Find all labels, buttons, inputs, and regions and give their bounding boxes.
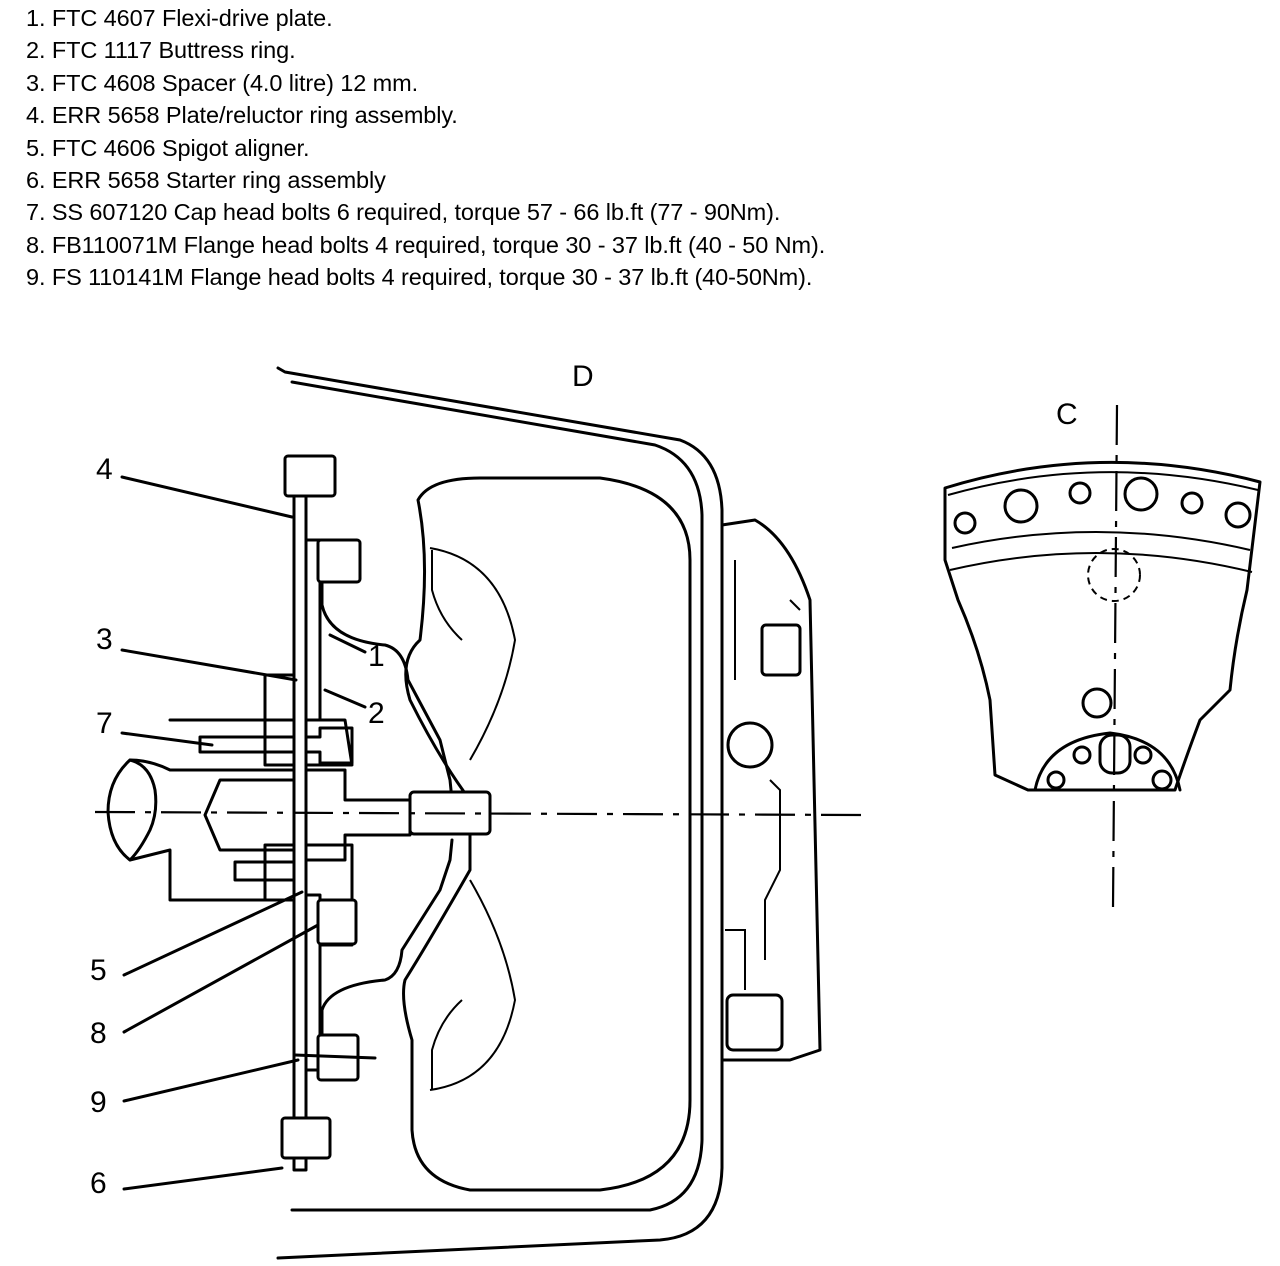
- legend-item-8: 8. FB110071M Flange head bolts 4 require…: [26, 231, 826, 258]
- housing-inner-outline: [290, 380, 704, 1212]
- crankshaft-end: [128, 758, 158, 862]
- legend-item-7: 7. SS 607120 Cap head bolts 6 required, …: [26, 199, 781, 226]
- detail-hub-arc: [1033, 731, 1182, 792]
- crankshaft: [106, 718, 302, 902]
- gearbox-casing: [720, 518, 822, 1062]
- detail-hole-3: [1068, 481, 1092, 505]
- casing-bolt-lower: [725, 993, 784, 1052]
- callout-1: 1: [368, 640, 385, 673]
- leader-2: [323, 688, 367, 709]
- legend-item-6: 6. ERR 5658 Starter ring assembly: [26, 167, 386, 194]
- detail-ring-edge: [949, 552, 1253, 573]
- converter-inner-curve-lower: [429, 879, 517, 1091]
- leader-1: [328, 633, 367, 654]
- view-d: D: [94, 360, 863, 1260]
- legend-item-2: 2. FTC 1117 Buttress ring.: [26, 37, 296, 64]
- converter-inner-curve: [429, 547, 517, 761]
- casing-port: [726, 721, 774, 769]
- buttress-ring: [304, 538, 322, 722]
- detail-hole-2: [1003, 488, 1039, 524]
- starter-ring-lower: [280, 1116, 332, 1160]
- flexi-drive-plate: [320, 553, 454, 802]
- callout-7: 7: [96, 707, 113, 740]
- flexi-drive-plate-lower: [320, 838, 454, 1052]
- cap-head-bolt-upper: [198, 726, 354, 765]
- leader-4: [120, 475, 294, 519]
- legend-item-9: 9. FS 110141M Flange head bolts 4 requir…: [26, 264, 813, 291]
- detail-hole-6: [1224, 501, 1252, 529]
- leader-9: [122, 1058, 300, 1103]
- callout-2: 2: [368, 697, 385, 730]
- casing-rib: [734, 560, 801, 680]
- callout-5: 5: [90, 954, 107, 987]
- center-line: [94, 810, 863, 817]
- flange-bolt-lower-head: [316, 898, 358, 946]
- cap-head-bolt-lower: [233, 860, 302, 882]
- casing-detail: [725, 779, 781, 990]
- converter-shell-lower: [431, 999, 463, 1090]
- view-label-c: C: [1056, 398, 1078, 431]
- leader-7: [120, 731, 214, 747]
- detail-hole-5: [1180, 491, 1204, 515]
- callout-8: 8: [90, 1017, 107, 1050]
- detail-hub-hole-3: [1133, 745, 1153, 765]
- legend-item-4: 4. ERR 5658 Plate/reluctor ring assembly…: [26, 102, 458, 129]
- leader-6: [122, 1166, 284, 1191]
- detail-small-hole: [1081, 687, 1113, 719]
- legend-item-1: 1. FTC 4607 Flexi-drive plate.: [26, 5, 333, 31]
- callout-4: 4: [96, 453, 113, 486]
- leader-8: [122, 923, 320, 1034]
- housing-outline: [276, 366, 724, 1260]
- callout-6: 6: [90, 1167, 107, 1200]
- detail-hole-4: [1123, 476, 1159, 512]
- detail-hub-hole-1: [1046, 770, 1066, 790]
- detail-hole-1: [953, 511, 977, 535]
- flange-bolt-upper-head: [316, 538, 362, 584]
- spigot-aligner: [298, 768, 412, 862]
- callout-9: 9: [90, 1086, 107, 1119]
- parts-legend: 1. FTC 4607 Flexi-drive plate. 2. FTC 11…: [26, 2, 825, 294]
- detail-section-outline: [943, 460, 1262, 792]
- starter-ring-upper: [283, 454, 337, 498]
- legend-item-3: 3. FTC 4608 Spacer (4.0 litre) 12 mm.: [26, 69, 419, 96]
- detail-hub-hole-2: [1072, 745, 1092, 765]
- detail-center-line: [1111, 404, 1119, 909]
- leader-5: [122, 890, 304, 977]
- spigot-bore: [203, 778, 302, 852]
- callout-3: 3: [96, 623, 113, 656]
- detail-ring-inner: [951, 531, 1251, 551]
- view-label-d: D: [572, 360, 594, 393]
- callouts: 4 3 7 1 2 5 8 9 6: [90, 453, 385, 1200]
- detail-ring-band: [947, 471, 1259, 496]
- flange-bolt-9-shaft: [293, 1053, 377, 1060]
- legend-item-5: 5. FTC 4606 Spigot aligner.: [26, 134, 310, 161]
- converter-shell-upper: [431, 550, 463, 641]
- detail-hub-hole-4: [1151, 769, 1173, 791]
- detail-hidden-hole: [1087, 548, 1141, 602]
- reluctor-plate: [292, 468, 308, 1172]
- casing-boss-upper: [760, 623, 802, 677]
- view-c: C: [943, 398, 1262, 909]
- leader-3: [120, 648, 298, 682]
